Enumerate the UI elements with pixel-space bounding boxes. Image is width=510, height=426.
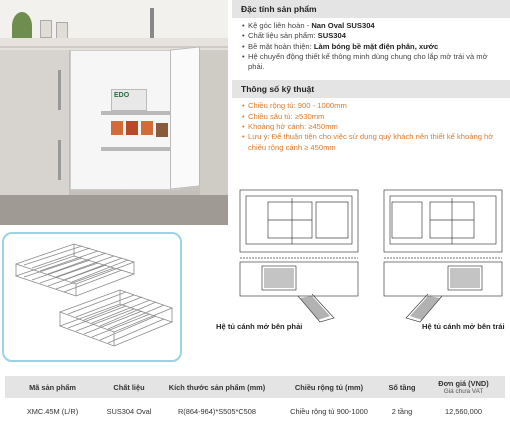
cell-product-code: XMC.45M (L/R): [26, 406, 79, 416]
product-photo: EDO: [0, 0, 228, 225]
plant-decoration: [12, 12, 32, 40]
features-list: Kệ góc liên hoàn - Nan Oval SUS304 Chất …: [232, 18, 510, 74]
header-dimensions: Kích thước sản phẩm (mm): [158, 376, 276, 398]
feature-item: Hệ chuyển động thiết kế thông minh dùng …: [242, 52, 504, 73]
features-title: Đặc tính sản phẩm: [232, 0, 510, 18]
header-levels: Số tầng: [382, 376, 422, 398]
cell-price: 12,560,000: [445, 406, 482, 416]
header-product-code: Mã sản phẩm: [5, 376, 100, 398]
cell-cabinet-width: Chiều rộng tủ 900-1000: [290, 406, 368, 416]
feature-item: Kệ góc liên hoàn - Nan Oval SUS304: [242, 21, 504, 32]
table-row: XMC.45M (L/R) SUS304 Oval R(864-964)*S50…: [5, 398, 505, 424]
drawing-left-opening: [378, 176, 508, 326]
drawing-right-opening: [232, 176, 372, 326]
spec-panel: Đặc tính sản phẩm Kệ góc liên hoàn - Nan…: [232, 0, 510, 155]
pricing-table: Mã sản phẩm Chất liệu Kích thước sản phẩ…: [5, 376, 505, 424]
cell-levels: 2 tầng: [391, 406, 413, 416]
caption-right-opening: Hệ tủ cánh mở bên phải: [216, 322, 303, 331]
spec-item: Khoảng hở cánh: ≥450mm: [242, 122, 504, 133]
cell-material: SUS304 Oval: [106, 406, 152, 416]
specs-title: Thông số kỹ thuật: [232, 80, 510, 99]
price-note: Giá chưa VAT: [443, 388, 484, 395]
feature-item: Bề mặt hoàn thiện: Làm bóng bề mặt điện …: [242, 42, 504, 53]
spec-item: Chiều sâu tủ: ≥530mm: [242, 112, 504, 123]
specs-list: Chiều rộng tủ: 900 - 1000mm Chiều sâu tủ…: [232, 98, 510, 154]
header-material: Chất liệu: [100, 376, 158, 398]
header-price: Đơn giá (VND) Giá chưa VAT: [422, 376, 505, 398]
cereal-box: EDO: [111, 89, 147, 111]
product-basket-image: [2, 232, 182, 362]
spec-item: Lưu ý: Để thuận tiện cho việc sử dụng qu…: [242, 132, 504, 153]
cell-dimensions: R(864-964)*S505*C508: [177, 406, 257, 416]
spec-item: Chiều rộng tủ: 900 - 1000mm: [242, 101, 504, 112]
table-header-row: Mã sản phẩm Chất liệu Kích thước sản phẩ…: [5, 376, 505, 398]
feature-item: Chất liệu sản phẩm: SUS304: [242, 31, 504, 42]
caption-left-opening: Hệ tủ cánh mở bên trái: [422, 322, 505, 331]
header-cabinet-width: Chiều rộng tủ (mm): [276, 376, 382, 398]
